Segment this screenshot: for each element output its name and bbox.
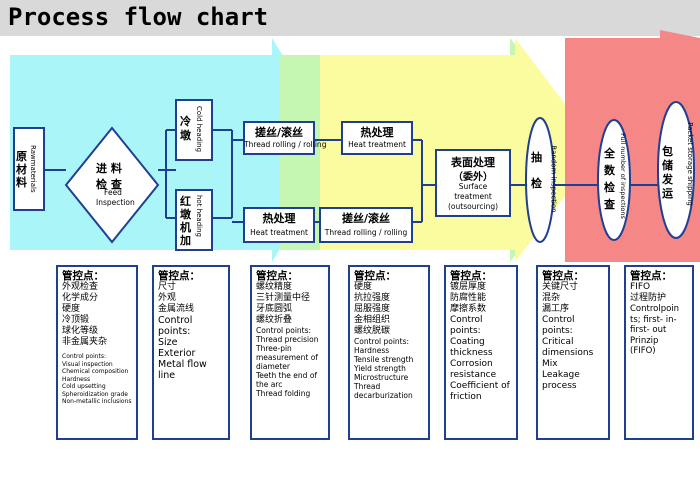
control-points-pack: 管控点： FIFO 过程防护 Controlpoin ts; first- in… <box>624 265 694 440</box>
cp-heading: 管控点： <box>62 270 104 282</box>
pack-zh: 包储 发运 <box>662 145 673 200</box>
node-feed-inspection <box>64 126 160 244</box>
node-random-inspection <box>525 117 555 243</box>
tr1-zh: 搓丝/滚丝 <box>254 126 304 139</box>
node-packet-storage <box>657 101 695 239</box>
title-bar: Process flow chart <box>0 0 700 36</box>
connectors <box>44 129 658 223</box>
ht1-en: Heat treatment <box>348 140 406 149</box>
cp-zh: 外观检查 化学成分 硬度 冷顶锻 球化等级 非金属夹杂 <box>62 282 108 347</box>
cold-en: Cold heading <box>195 105 204 153</box>
cp-zh: 关键尺寸 混杂 漏工序 <box>542 282 579 314</box>
node-full-inspection <box>597 119 631 241</box>
node-cold-heading <box>175 99 213 161</box>
cp-en: Control points: Critical dimensions Mix … <box>542 315 594 391</box>
control-points-thread: 管控点： 螺纹精度 三针测量中径 牙底圆弧 螺纹折叠 Control point… <box>250 265 330 440</box>
tr1-en: Thread rolling / rolling <box>244 140 327 149</box>
node-hot-heading <box>175 189 213 251</box>
cp-en: Control points: Thread precision Three-p… <box>256 326 319 398</box>
node-heat-treatment-2 <box>243 207 315 243</box>
cp-zh: 尺寸 外观 金属流线 <box>158 282 195 314</box>
cp-heading: 管控点： <box>542 270 584 282</box>
node-raw-materials <box>13 127 45 211</box>
ht2-zh: 热处理 <box>262 212 296 225</box>
node-thread-rolling-1 <box>243 121 315 155</box>
tr2-en: Thread rolling / rolling <box>324 228 408 237</box>
cp-en: Control points: Visual inspection Chemic… <box>62 353 132 405</box>
cp-zh: 镀层厚度 防腐性能 摩擦系数 <box>450 282 487 314</box>
cp-heading: 管控点： <box>630 270 672 282</box>
feed-zh-1: 进 料 <box>96 162 122 175</box>
cp-heading: 管控点： <box>256 270 298 282</box>
page-title: Process flow chart <box>8 3 269 31</box>
node-surface-treatment <box>435 149 511 217</box>
random-zh: 抽检 <box>531 151 542 190</box>
white-mask-top <box>0 0 700 38</box>
pack-en: Packet storage shipping <box>685 122 694 206</box>
cp-zh: FIFO 过程防护 <box>630 282 667 303</box>
cp-zh: 螺纹精度 三针测量中径 牙底圆弧 螺纹折叠 <box>256 282 311 325</box>
full-en: Full number of inspections <box>618 133 627 219</box>
full-zh: 全数检查 <box>604 147 615 211</box>
cold-zh: 冷墩 <box>180 115 191 142</box>
control-points-raw: 管控点： 外观检查 化学成分 硬度 冷顶锻 球化等级 非金属夹杂 Control… <box>56 265 138 440</box>
cp-heading: 管控点： <box>158 270 200 282</box>
cp-en: Control points: Coating thickness Corros… <box>450 315 510 402</box>
cp-heading: 管控点： <box>450 270 492 282</box>
ht1-zh: 热处理 <box>360 126 394 139</box>
control-points-surface: 管控点： 镀层厚度 防腐性能 摩擦系数 Control points: Coat… <box>444 265 518 440</box>
feed-zh-2: 检 查 <box>96 178 122 191</box>
surface-zh-1: 表面处理 <box>451 156 495 169</box>
cp-en: Controlpoin ts; first- in- first- out Pr… <box>630 304 680 356</box>
surface-zh-2: （委外） <box>453 172 493 183</box>
feed-en: Feed Inspection <box>96 188 135 207</box>
raw-zh: 原材料 <box>16 150 27 189</box>
cp-en: Control points: Size Exterior Metal flow… <box>158 315 207 381</box>
node-thread-rolling-2 <box>319 207 413 243</box>
ht2-en: Heat treatment <box>250 228 308 237</box>
cp-en: Control points: Hardness Tensile strengt… <box>354 337 414 400</box>
control-points-random: 管控点： 关键尺寸 混杂 漏工序 Control points: Critica… <box>536 265 610 440</box>
random-en: Random inspection <box>549 145 558 213</box>
cp-zh: 硬度 抗拉强度 屈服强度 金相组织 螺纹脱碳 <box>354 282 391 336</box>
node-heat-treatment-1 <box>341 121 413 155</box>
raw-en: Rawmaterials <box>29 145 37 193</box>
hot-en: hot heading <box>195 195 203 237</box>
hot-zh: 红墩机加 <box>180 195 191 247</box>
surface-en: Surface treatment (outsourcing) <box>447 182 499 211</box>
cp-heading: 管控点： <box>354 270 396 282</box>
tr2-zh: 搓丝/滚丝 <box>341 212 391 225</box>
control-points-heat: 管控点： 硬度 抗拉强度 屈服强度 金相组织 螺纹脱碳 Control poin… <box>348 265 430 440</box>
control-points-heading: 管控点： 尺寸 外观 金属流线 Control points: Size Ext… <box>152 265 230 440</box>
